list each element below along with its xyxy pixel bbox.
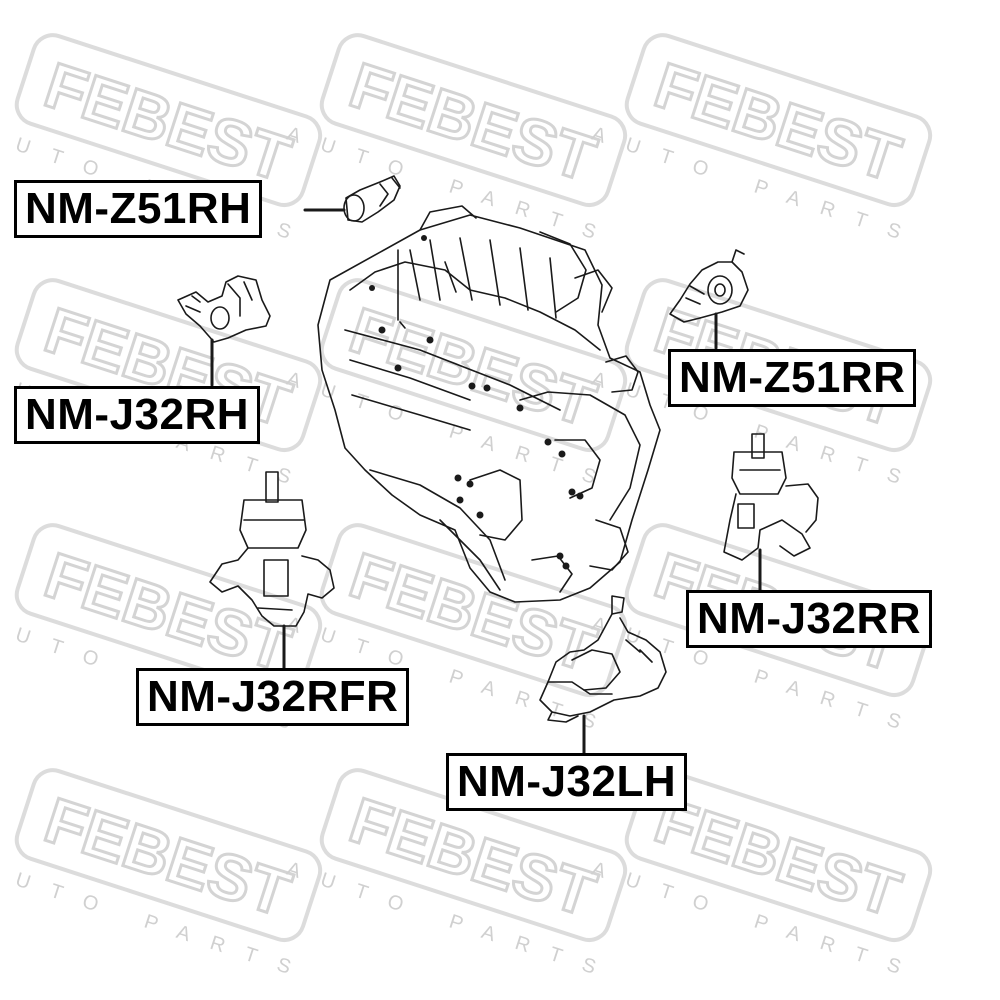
part-label-nm-z51rh: NM-Z51RH: [14, 180, 263, 238]
part-label-nm-j32rh: NM-J32RH: [14, 386, 261, 444]
part-label-nm-j32rfr: NM-J32RFR: [136, 668, 410, 726]
engine-block-illustration: [317, 205, 661, 603]
mount-z51rr-illustration: [669, 249, 749, 350]
part-label-nm-j32rr: NM-J32RR: [686, 590, 933, 648]
mount-j32rr-illustration: [723, 433, 819, 592]
mount-j32rfr-illustration: [209, 471, 335, 670]
mount-j32lh-illustration: [539, 595, 667, 756]
mount-z51rh-illustration: [303, 175, 401, 223]
part-label-nm-j32lh: NM-J32LH: [446, 753, 688, 811]
part-label-nm-z51rr: NM-Z51RR: [668, 349, 917, 407]
mount-j32rh-illustration: [177, 275, 271, 387]
